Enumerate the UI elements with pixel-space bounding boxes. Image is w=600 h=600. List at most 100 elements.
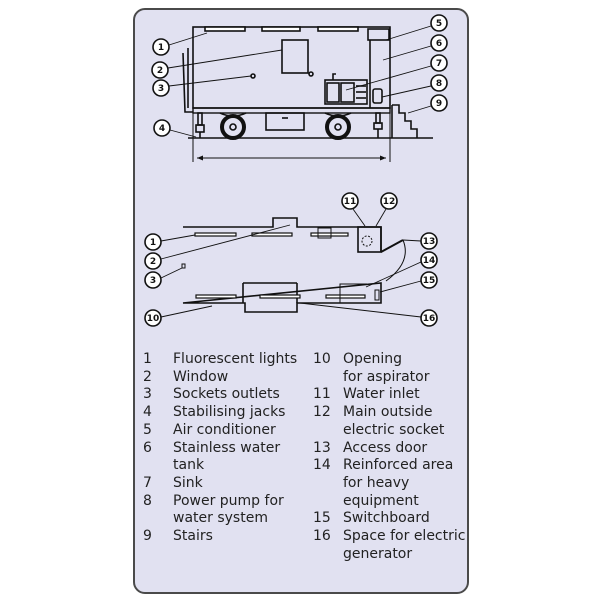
legend-text: Fluorescent lights [173, 351, 298, 367]
legend-item-16: 16 Space for electric [313, 528, 465, 546]
svg-text:2: 2 [150, 257, 156, 267]
legend-text: Sink [173, 474, 203, 491]
legend-item-10: 10 Opening [313, 351, 465, 369]
legend-number: 2 [143, 368, 152, 385]
diagram-card [133, 8, 469, 594]
legend-item-12: 12 Main outside [313, 404, 465, 422]
legend-item-8: water system [143, 510, 297, 528]
legend-text: Access door [343, 439, 428, 456]
legend-item-14: equipment [313, 493, 465, 511]
callout-1: 1 [144, 233, 162, 251]
legend-text: Stairs [173, 528, 213, 545]
svg-text:5: 5 [436, 19, 442, 29]
svg-text:12: 12 [383, 197, 396, 207]
legend-number: 14 [313, 457, 331, 474]
callout-7: 7 [430, 54, 448, 72]
callout-14: 14 [420, 251, 438, 269]
callout-6: 6 [430, 34, 448, 52]
legend-number: 11 [313, 386, 331, 403]
legend-number: 9 [143, 528, 152, 545]
callout-1: 1 [152, 38, 170, 56]
legend-number: 8 [143, 492, 152, 509]
legend-text: Stabilising jacks [173, 404, 286, 421]
legend-text: equipment [343, 492, 419, 509]
legend-number [313, 475, 343, 493]
legend-number: 13 [313, 439, 331, 456]
legend-item-14: 14 Reinforced area [313, 457, 465, 475]
svg-text:3: 3 [158, 84, 164, 94]
legend-number [313, 493, 343, 511]
legend-text: Reinforced area [343, 457, 454, 474]
legend-text: Space for electric [343, 528, 466, 545]
legend-text: Sockets outlets [173, 386, 280, 403]
legend-text: Water inlet [343, 386, 420, 403]
legend-number: 10 [313, 351, 331, 367]
legend-number: 15 [313, 510, 331, 527]
svg-text:6: 6 [436, 39, 442, 49]
svg-text:4: 4 [159, 124, 165, 134]
legend-item-10: for aspirator [313, 369, 465, 387]
legend-number [313, 369, 343, 387]
svg-text:15: 15 [423, 276, 436, 286]
legend-item-5: 5 Air conditioner [143, 422, 297, 440]
legend-item-8: 8 Power pump for [143, 493, 297, 511]
callout-16: 16 [420, 309, 438, 327]
svg-text:10: 10 [147, 314, 160, 324]
svg-text:8: 8 [436, 79, 442, 89]
legend-item-13: 13 Access door [313, 440, 465, 458]
svg-text:7: 7 [436, 59, 442, 69]
legend-number: 3 [143, 386, 152, 403]
legend-item-14: for heavy [313, 475, 465, 493]
legend-number: 5 [143, 421, 152, 438]
callout-13: 13 [420, 232, 438, 250]
legend-text: for aspirator [343, 368, 430, 385]
legend-number: 1 [143, 351, 152, 367]
legend-number: 12 [313, 404, 331, 421]
legend-item-16: generator [313, 546, 465, 564]
svg-text:14: 14 [423, 256, 436, 266]
svg-text:3: 3 [150, 276, 156, 286]
legend-number: 16 [313, 528, 331, 545]
legend-text: Main outside [343, 404, 433, 421]
legend-text: Power pump for [173, 492, 284, 509]
legend-item-4: 4 Stabilising jacks [143, 404, 297, 422]
svg-text:11: 11 [344, 197, 357, 207]
legend-text: Air conditioner [173, 421, 276, 438]
callout-2: 2 [144, 252, 162, 270]
legend-item-1: 1 Fluorescent lights [143, 351, 297, 369]
legend-item-6: tank [143, 457, 297, 475]
legend-text: tank [173, 457, 205, 474]
legend-number: 4 [143, 404, 152, 421]
svg-text:1: 1 [158, 43, 164, 53]
legend-left-column: 1 Fluorescent lights 2 Window 3 Sockets outle… [143, 351, 297, 546]
legend-number: 7 [143, 474, 152, 491]
legend-number [143, 457, 173, 475]
legend-text: for heavy [343, 474, 410, 491]
legend-text: generator [343, 545, 413, 562]
svg-text:1: 1 [150, 238, 156, 248]
legend-text: water system [173, 510, 268, 527]
legend-item-15: 15 Switchboard [313, 510, 465, 528]
legend-item-11: 11 Water inlet [313, 386, 465, 404]
legend-text: electric socket [343, 421, 445, 438]
svg-text:9: 9 [436, 99, 442, 109]
plan-view-drawing [181, 217, 406, 313]
legend-text: Switchboard [343, 510, 430, 527]
legend-item-9: 9 Stairs [143, 528, 297, 546]
legend-number [143, 510, 173, 528]
legend-item-2: 2 Window [143, 369, 297, 387]
legend-text: Opening [343, 351, 403, 367]
callout-8: 8 [430, 74, 448, 92]
svg-text:13: 13 [423, 237, 436, 247]
side-view-drawing [182, 26, 433, 162]
callout-15: 15 [420, 271, 438, 289]
legend-text: Stainless water [173, 439, 281, 456]
legend-item-12: electric socket [313, 422, 465, 440]
legend-text: Window [173, 368, 229, 385]
callout-12: 12 [380, 192, 398, 210]
svg-text:2: 2 [157, 66, 163, 76]
callout-10: 10 [144, 309, 162, 327]
